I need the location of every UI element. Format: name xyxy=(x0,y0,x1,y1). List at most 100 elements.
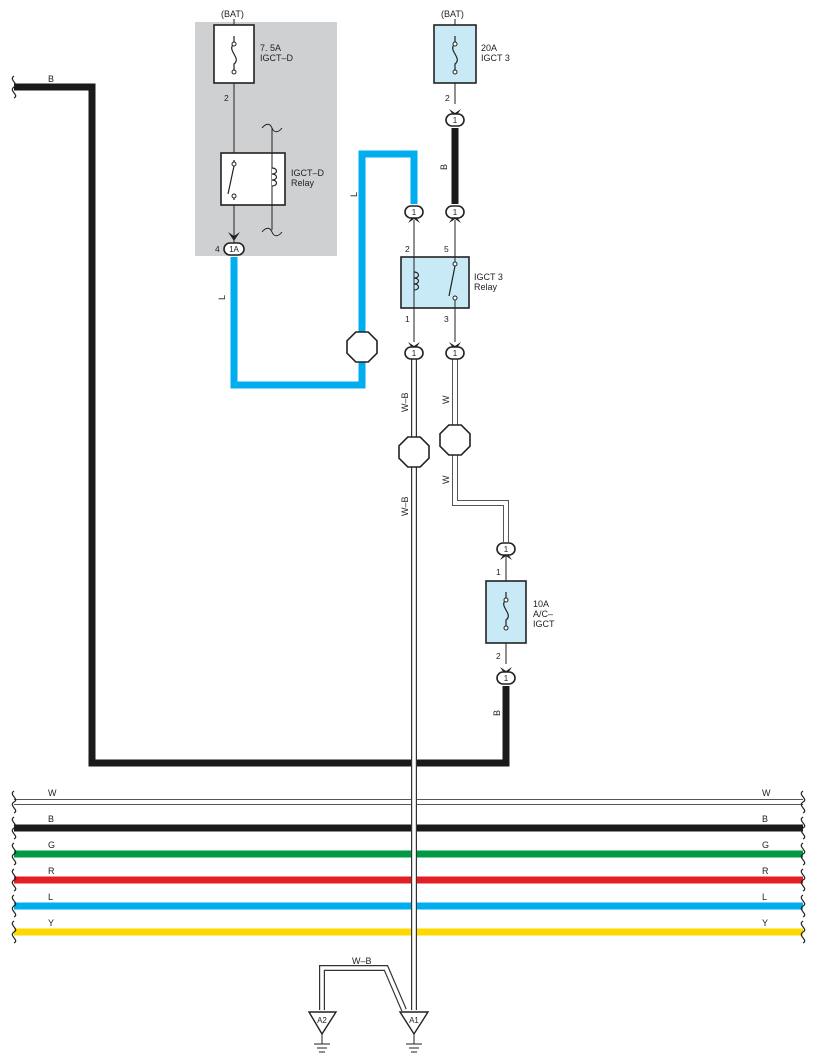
relay-igct3-pin-1: 1 xyxy=(405,314,410,324)
relay-igct3-switch xyxy=(448,265,456,297)
wire-label-l-left: L xyxy=(217,295,227,300)
bus-break-right xyxy=(800,816,806,840)
relay-igct3-suffix: Relay xyxy=(474,282,498,292)
relay-igct-d-coil-bottom-cap xyxy=(261,227,283,237)
bus-break-left xyxy=(11,842,17,866)
connector-body xyxy=(445,205,465,219)
connector-label: 1 xyxy=(453,349,458,358)
connector-relay-pin1: 1 xyxy=(404,342,424,360)
connector-label: 1 xyxy=(504,674,509,683)
fuse-igct-d-source: (BAT) xyxy=(221,9,244,19)
fuse-igct-d-name: IGCT–D xyxy=(260,53,294,63)
relay-igct3-pin-3: 3 xyxy=(444,314,449,324)
connector-body xyxy=(445,346,465,360)
connector-label: 1 xyxy=(453,208,458,217)
connector-label: 1 xyxy=(453,116,458,125)
bus-label-left: B xyxy=(48,814,54,824)
wire-label-w-lower: W xyxy=(441,475,451,484)
wire-label-l-right: L xyxy=(349,192,359,197)
ground-a1: A1 xyxy=(398,1011,430,1053)
wire-l xyxy=(230,150,418,389)
wire-b-main-break xyxy=(11,75,17,99)
ground-a1-label: A1 xyxy=(409,1016,419,1025)
bus-break-right xyxy=(800,920,806,944)
fuse-igct3-rating: 20A xyxy=(481,43,497,53)
relay-igct-d-coil-top-cap xyxy=(261,123,283,133)
bus-break-left xyxy=(11,790,17,814)
fuse-igct3-source: (BAT) xyxy=(441,9,464,19)
connector-igct3-fuse-out: 1 xyxy=(445,109,465,127)
connector-ac-fuse-in: 1 xyxy=(496,542,516,560)
connector-body xyxy=(404,346,424,360)
connector-body xyxy=(404,205,424,219)
bus-label-right: G xyxy=(762,840,769,850)
relay-igct3-pin-5: 5 xyxy=(444,244,449,254)
connector-group: 1 1 1 1 1 1 1 xyxy=(404,109,516,685)
connector-relay-pin5: 1 xyxy=(445,205,465,223)
fuse-ac-igct-pin-in: 1 xyxy=(496,567,501,577)
connector-body xyxy=(496,542,516,556)
wire-label-b-main: B xyxy=(48,74,54,84)
connector-body xyxy=(445,113,465,127)
wire-label-b-igct3: B xyxy=(439,164,449,170)
connector-1a-arrow xyxy=(228,232,240,241)
splice-octagon-l xyxy=(346,331,378,363)
connector-label: 1 xyxy=(504,545,509,554)
wire-label-w-upper: W xyxy=(441,395,451,404)
bus-label-left: R xyxy=(48,866,55,876)
fuse-ac-igct-terminal-top xyxy=(503,597,509,603)
fuse-igct-d-terminal-top xyxy=(231,41,237,47)
relay-igct3-box xyxy=(400,256,470,309)
wire-label-wb-upper: W–B xyxy=(400,392,410,412)
ground-a2-triangle xyxy=(307,1011,338,1036)
connector-1a xyxy=(223,242,245,256)
bus-label-left: Y xyxy=(48,918,54,928)
bus-label-right: W xyxy=(762,788,771,798)
bus-break-right xyxy=(800,868,806,892)
bus-label-left: W xyxy=(48,788,57,798)
ground-a2: A2 xyxy=(307,1011,338,1053)
wire-wb-ground-outer xyxy=(319,965,407,1012)
splice-octagon-wb xyxy=(398,436,430,468)
bus-label-right: R xyxy=(762,866,769,876)
wire-b-main xyxy=(14,83,510,767)
relay-igct-d-contact-top xyxy=(231,161,237,167)
connector-1a-label: 1A xyxy=(229,245,239,254)
bus-break-left xyxy=(11,894,17,918)
relay-igct-d-contact-bottom xyxy=(231,193,237,199)
connector-relay-pin3: 1 xyxy=(445,342,465,360)
connector-relay-pin2: 1 xyxy=(404,205,424,223)
bus-label-right: B xyxy=(762,814,768,824)
bus-label-left: G xyxy=(48,840,55,850)
wire-label-b-ac: B xyxy=(492,710,502,716)
splice-octagon-w xyxy=(439,424,471,456)
bus-break-left xyxy=(11,868,17,892)
connector-body xyxy=(496,671,516,685)
fuse-ac-igct-pin-out: 2 xyxy=(496,651,501,661)
fuse-ac-igct-name-1: A/C– xyxy=(533,609,553,619)
connector-ac-fuse-out: 1 xyxy=(496,667,516,685)
bus-break-left xyxy=(11,920,17,944)
bus-label-left: L xyxy=(48,892,53,902)
ground-a2-label: A2 xyxy=(317,1016,327,1025)
bus-label-right: L xyxy=(762,892,767,902)
bus-break-right xyxy=(800,790,806,814)
fuse-igct-d-pin-out: 2 xyxy=(224,93,229,103)
relay-igct3-pin-2: 2 xyxy=(405,244,410,254)
bus-break-right xyxy=(800,842,806,866)
fuse-ac-igct-box xyxy=(485,580,527,644)
relay-igct3-contact-bottom xyxy=(452,295,458,301)
relay-igct-d-name: IGCT–D xyxy=(291,168,325,178)
ground-a1-triangle xyxy=(398,1011,430,1036)
fuse-igct-d-terminal-bottom xyxy=(231,69,237,75)
fuse-ac-igct-rating: 10A xyxy=(533,599,549,609)
octagon-group xyxy=(346,331,471,468)
bus-label-right: Y xyxy=(762,918,768,928)
wire-label-wb-ground: W–B xyxy=(352,956,372,966)
fuse-igct-d-rating: 7. 5A xyxy=(260,43,281,53)
